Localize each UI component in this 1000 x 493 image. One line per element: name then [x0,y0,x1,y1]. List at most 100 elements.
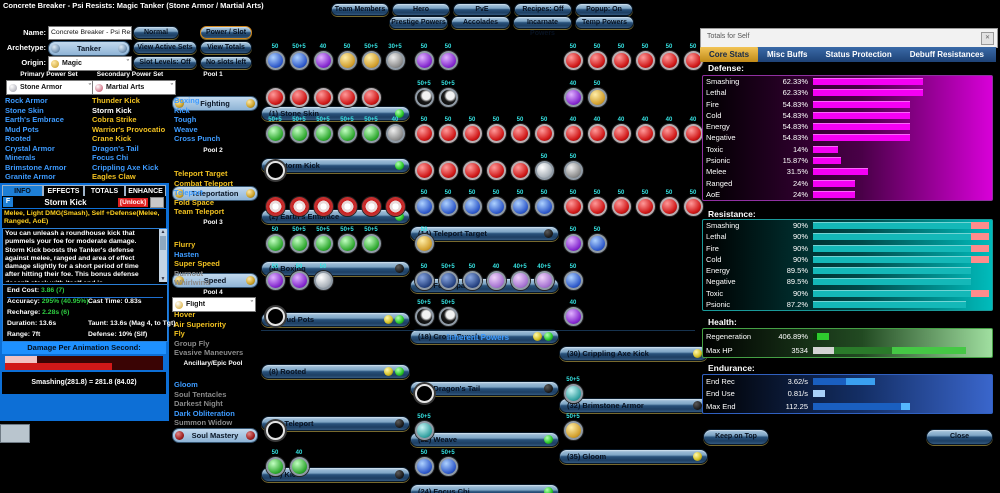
enhancement-slot[interactable]: 50+5 [311,117,335,143]
power-list-item-weave[interactable]: Weave [174,124,198,134]
enhancement-slot[interactable] [484,154,508,180]
power-list-item-dragon-s-tail[interactable]: Dragon's Tail [92,143,139,153]
power-list-item-focus-chi[interactable]: Focus Chi [92,153,129,162]
enhancement-icon-silver[interactable] [534,161,554,180]
enhancement-slot[interactable]: 50 [561,264,585,290]
enhancement-slot[interactable]: 50 [561,44,585,70]
topbar-button-temp-powers[interactable]: Temp Powers [575,16,634,29]
enhancement-slot[interactable]: 50 [412,117,436,143]
enhancement-slot[interactable] [460,154,484,180]
topbar-button-prestige-powers[interactable]: Prestige Powers [389,16,448,29]
enhancement-icon-red[interactable] [313,88,333,107]
enhancement-slot[interactable]: 50+5 [311,227,335,253]
power-bar-cross-punch[interactable]: (18) Cross Punch [410,329,559,344]
enhancement-icon-empty[interactable] [265,421,285,440]
pool1-prev-icon[interactable] [175,99,184,108]
power-list-item-flurry[interactable]: Flurry [174,240,196,249]
enhancement-icon-purple[interactable] [563,88,583,107]
power-bar-weave[interactable]: (22) Weave [410,432,559,447]
enhancement-slot[interactable] [359,190,383,216]
enhancement-icon-red[interactable] [611,124,631,143]
power-bar-crippling-axe-kick[interactable]: (30) Crippling Axe Kick [559,346,708,361]
enhancement-slot[interactable]: 50 [335,44,359,70]
enhancement-slot[interactable] [263,154,287,180]
enhancement-icon-navy[interactable] [414,271,434,290]
pool1-next-icon[interactable] [246,99,255,108]
power-list-item-darkest-night[interactable]: Darkest Night [174,399,223,408]
enhancement-slot[interactable]: 40 [681,117,705,143]
totals-tab-core-stats[interactable]: Core Stats [700,47,759,62]
normal-button[interactable]: Normal [133,26,179,39]
power-list-item-air-superiority[interactable]: Air Superiority [174,319,227,329]
enhancement-slot[interactable] [383,190,407,216]
enhancement-slot[interactable]: 50+5 [436,450,460,476]
power-list-item-cross-punch[interactable]: Cross Punch [174,134,221,143]
enhancement-icon-purple[interactable] [289,271,309,290]
power-list-item-summon-widow[interactable]: Summon Widow [174,418,233,427]
enhancement-slot[interactable]: 50+5 [412,414,436,440]
enhancement-icon-red[interactable] [486,124,506,143]
view-active-sets-button[interactable]: View Active Sets [133,41,197,54]
enhancement-icon-gold[interactable] [337,51,357,70]
totals-tab-misc-buffs[interactable]: Misc Buffs [767,50,808,59]
enhancement-slot[interactable]: 50 [263,450,287,476]
topbar-button-pve[interactable]: PvE [453,3,511,16]
power-list-item-whirlwind[interactable]: Whirlwind [174,278,210,287]
power-bar-gloom[interactable]: (35) Gloom [559,449,708,464]
enhancement-slot[interactable]: 40 [561,81,585,107]
enhancement-icon-blue[interactable] [414,197,434,216]
enhancement-icon-moon[interactable] [414,88,434,107]
favorite-button[interactable]: F [3,197,13,207]
enhancement-icon-red[interactable] [635,197,655,216]
power-list-item-team-teleport[interactable]: Team Teleport [174,207,225,216]
view-totals-button[interactable]: View Totals [200,41,252,54]
yellow-led[interactable] [693,349,702,358]
enhancement-icon-redring[interactable] [361,197,381,216]
power-list-item-soul-tentacles[interactable]: Soul Tentacles [174,389,227,399]
enhancement-slot[interactable]: 50 [484,190,508,216]
power-bar-brimstone-armor[interactable]: (32) Brimstone Armor [559,398,708,413]
enhancement-slot[interactable]: 50+5 [335,117,359,143]
enhancement-icon-green[interactable] [361,124,381,143]
enhancement-slot[interactable]: 40 [657,117,681,143]
enhancement-icon-purple[interactable] [414,51,434,70]
topbar-button-recipes-off[interactable]: Recipes: Off [514,3,572,16]
dark-led[interactable] [544,229,553,238]
power-list-item-granite-armor[interactable]: Granite Armor [5,172,56,181]
enhancement-slot[interactable] [263,81,287,107]
enhancement-slot[interactable]: 50+5 [287,227,311,253]
close-icon[interactable]: ✕ [981,32,994,45]
enhancement-icon-redring[interactable] [265,197,285,216]
pool2-set-spinner[interactable]: Teleportation [172,186,258,201]
enhancement-icon-green[interactable] [265,457,285,476]
enhancement-icon-red[interactable] [486,161,506,180]
enhancement-slot[interactable]: 50 [532,154,556,180]
enhancement-icon-gold[interactable] [361,51,381,70]
enhancement-icon-red[interactable] [289,88,309,107]
enhancement-slot[interactable]: 40 [561,117,585,143]
enhancement-icon-blue[interactable] [486,197,506,216]
enhancement-slot[interactable]: 50+5 [335,227,359,253]
enhancement-slot[interactable]: 50 [585,81,609,107]
enhancement-icon-red[interactable] [587,51,607,70]
enhancement-icon-red[interactable] [438,124,458,143]
totals-titlebar[interactable]: Totals for Self ✕ [700,28,998,48]
enhancement-slot[interactable] [263,300,287,326]
enhancement-slot[interactable]: 50+5 [359,44,383,70]
enhancement-slot[interactable] [311,190,335,216]
pool3-prev-icon[interactable] [175,276,184,285]
power-list-item-storm-kick[interactable]: Storm Kick [92,105,132,115]
epic-set-spinner[interactable]: Soul Mastery [172,428,258,443]
dark-led[interactable] [544,384,553,393]
green-led[interactable] [395,109,404,118]
enhancement-slot[interactable]: 50 [609,44,633,70]
power-list-item-cobra-strike[interactable]: Cobra Strike [92,115,137,124]
enhancement-slot[interactable]: 50 [263,227,287,253]
enhancement-icon-green[interactable] [289,124,309,143]
enhancement-icon-red[interactable] [587,124,607,143]
enhancement-slot[interactable]: 50 [412,450,436,476]
enhancement-icon-blue[interactable] [534,197,554,216]
enhancement-icon-gray[interactable] [385,51,405,70]
archetype-next-icon[interactable] [118,44,127,53]
